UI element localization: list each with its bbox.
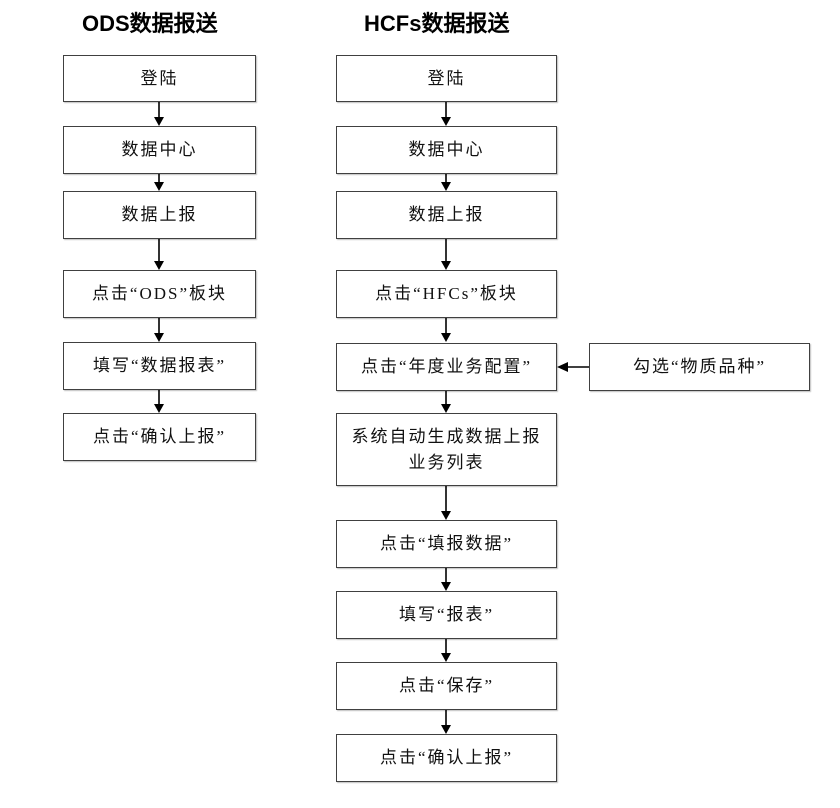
ods-step-fill-report: 填写“数据报表” <box>63 342 256 390</box>
ods-arrow-2 <box>154 174 164 191</box>
hcfs-arrow-9 <box>441 710 451 734</box>
hcfs-arrow-6 <box>441 486 451 520</box>
hcfs-arrow-7 <box>441 568 451 591</box>
ods-step-data-center: 数据中心 <box>63 126 256 174</box>
hcfs-step-login: 登陆 <box>336 55 557 102</box>
hcfs-title: HCFs数据报送 <box>364 11 510 36</box>
ods-arrow-1 <box>154 102 164 126</box>
hcfs-step-save: 点击“保存” <box>336 662 557 710</box>
hcfs-arrow-1 <box>441 102 451 126</box>
hcfs-arrow-3 <box>441 239 451 270</box>
ods-title: ODS数据报送 <box>82 11 218 36</box>
hcfs-arrow-8 <box>441 639 451 662</box>
ods-step-click-ods: 点击“ODS”板块 <box>63 270 256 318</box>
hcfs-step-auto-generate-line1: 系统自动生成数据上报 <box>351 426 542 446</box>
ods-arrow-4 <box>154 318 164 342</box>
hcfs-step-data-center: 数据中心 <box>336 126 557 174</box>
hcfs-step-confirm: 点击“确认上报” <box>336 734 557 782</box>
ods-step-confirm: 点击“确认上报” <box>63 413 256 461</box>
hcfs-side-select-substance: 勾选“物质品种” <box>589 343 810 391</box>
hcfs-step-click-hfcs: 点击“HFCs”板块 <box>336 270 557 318</box>
hcfs-arrow-5 <box>441 391 451 413</box>
ods-arrow-3 <box>154 239 164 270</box>
side-arrow <box>557 362 589 372</box>
ods-arrow-5 <box>154 390 164 413</box>
ods-step-data-report: 数据上报 <box>63 191 256 239</box>
hcfs-step-fill-data: 点击“填报数据” <box>336 520 557 568</box>
ods-step-login: 登陆 <box>63 55 256 102</box>
hcfs-step-auto-generate: 系统自动生成数据上报 业务列表 <box>336 413 557 486</box>
hcfs-arrow-2 <box>441 174 451 191</box>
hcfs-step-auto-generate-line2: 业务列表 <box>408 452 485 472</box>
hcfs-arrow-4 <box>441 318 451 342</box>
hcfs-step-fill-report: 填写“报表” <box>336 591 557 639</box>
hcfs-step-data-report: 数据上报 <box>336 191 557 239</box>
hcfs-step-annual-config: 点击“年度业务配置” <box>336 343 557 391</box>
